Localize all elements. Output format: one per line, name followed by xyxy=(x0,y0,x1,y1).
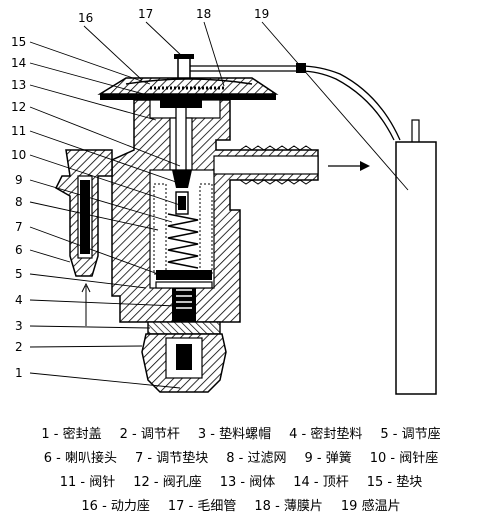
callout-9: 9 xyxy=(15,173,23,187)
legend-item: 7 - 调节垫块 xyxy=(135,451,209,466)
legend-item: 15 - 垫块 xyxy=(366,475,423,490)
callout-2: 2 xyxy=(15,340,23,354)
callout-4: 4 xyxy=(15,293,23,307)
capillary-tube xyxy=(184,63,401,141)
power-head xyxy=(97,54,279,100)
callout-18: 18 xyxy=(196,7,211,21)
legend-item: 18 - 薄膜片 xyxy=(254,499,323,514)
legend-item: 6 - 喇叭接头 xyxy=(43,451,118,466)
callout-14: 14 xyxy=(11,56,26,70)
valve-body xyxy=(111,99,319,323)
callout-5: 5 xyxy=(15,267,23,281)
legend-row-3: 11 - 阀针 12 - 阀孔座 13 - 阀体 14 - 顶杆 15 - 垫块 xyxy=(0,471,482,495)
callout-3: 3 xyxy=(15,319,23,333)
legend-item: 10 - 阀针座 xyxy=(369,451,439,466)
callout-10: 10 xyxy=(11,148,26,162)
callout-numbers: 1 2 3 4 5 6 7 8 9 10 11 12 13 14 15 16 1… xyxy=(11,7,269,380)
callout-11: 11 xyxy=(11,124,26,138)
leader-lines xyxy=(29,21,409,389)
legend-item: 16 - 动力座 xyxy=(81,499,150,514)
callout-19: 19 xyxy=(254,7,269,21)
legend-item: 12 - 阀孔座 xyxy=(133,475,202,490)
legend-item: 4 - 密封垫料 xyxy=(289,427,363,442)
callout-15: 15 xyxy=(11,35,26,49)
callout-6: 6 xyxy=(15,243,23,257)
legend-item: 3 - 垫料螺帽 xyxy=(197,427,272,442)
legend-item: 2 - 调节杆 xyxy=(119,427,180,442)
callout-16: 16 xyxy=(78,11,93,25)
legend-item: 5 - 调节座 xyxy=(380,427,441,442)
packing-nut xyxy=(147,321,221,335)
legend-item: 11 - 阀针 xyxy=(59,475,116,490)
flare-inlet xyxy=(55,149,113,326)
callout-8: 8 xyxy=(15,195,23,209)
legend-item: 8 - 过滤网 xyxy=(226,451,287,466)
legend-item: 14 - 顶杆 xyxy=(293,475,349,490)
sensing-bulb xyxy=(395,119,437,395)
legend-item: 9 - 弹簧 xyxy=(304,451,352,466)
callout-17: 17 xyxy=(138,7,153,21)
valve-diagram: 1 2 3 4 5 6 7 8 9 10 11 12 13 14 15 16 1… xyxy=(11,7,437,395)
legend-item: 19 感温片 xyxy=(340,499,401,514)
sealing-cap xyxy=(141,333,227,393)
legend-item: 1 - 密封盖 xyxy=(41,427,102,442)
callout-1: 1 xyxy=(15,366,23,380)
spring xyxy=(167,213,199,269)
outlet-arrow xyxy=(328,161,370,171)
callout-13: 13 xyxy=(11,78,26,92)
callout-12: 12 xyxy=(11,100,26,114)
callout-7: 7 xyxy=(15,220,23,234)
adjusting-pad xyxy=(155,270,213,289)
legend-item: 13 - 阀体 xyxy=(219,475,276,490)
valve-needle xyxy=(172,170,192,215)
parts-legend: 1 - 密封盖 2 - 调节杆 3 - 垫料螺帽 4 - 密封垫料 5 - 调节… xyxy=(0,423,482,519)
legend-item: 17 - 毛细管 xyxy=(167,499,237,514)
legend-row-2: 6 - 喇叭接头 7 - 调节垫块 8 - 过滤网 9 - 弹簧 10 - 阀针… xyxy=(0,447,482,471)
legend-row-4: 16 - 动力座 17 - 毛细管 18 - 薄膜片 19 感温片 xyxy=(0,495,482,519)
legend-row-1: 1 - 密封盖 2 - 调节杆 3 - 垫料螺帽 4 - 密封垫料 5 - 调节… xyxy=(0,423,482,447)
adjusting-stem xyxy=(172,288,196,322)
